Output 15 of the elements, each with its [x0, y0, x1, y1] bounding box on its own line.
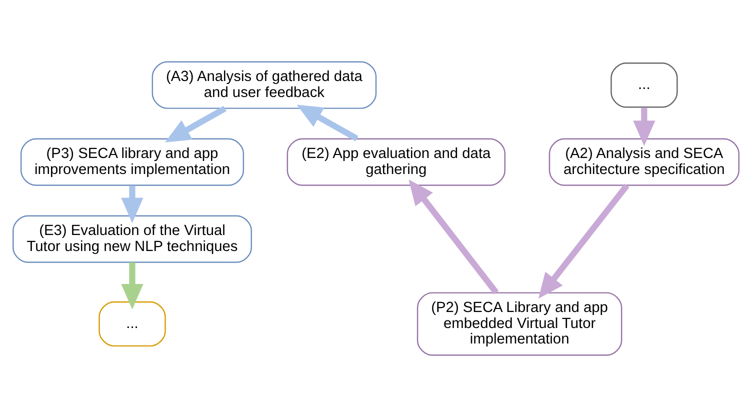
- arrow: [633, 107, 656, 146]
- node-box: (P2) SECA Library and app embedded Virtual Tutor implementation: [416, 292, 622, 356]
- node-box: ...: [98, 301, 166, 347]
- arrow: [408, 179, 499, 294]
- arrow: [121, 186, 144, 224]
- node-box: (E2) App evaluation and data gathering: [286, 138, 506, 186]
- node-box: (A2) Analysis and SECA architecture specification: [548, 138, 740, 186]
- node-box: (P3) SECA library and app improvements implementation: [20, 138, 244, 186]
- arrow: [296, 104, 358, 142]
- node-box: (E3) Evaluation of the Virtual Tutor using new NLP techniques: [12, 215, 252, 263]
- arrow: [164, 106, 226, 142]
- arrow: [121, 262, 144, 310]
- node-box: ...: [610, 62, 678, 108]
- node-box: (A3) Analysis of gathered data and user feedback: [152, 61, 377, 109]
- arrow: [538, 184, 630, 299]
